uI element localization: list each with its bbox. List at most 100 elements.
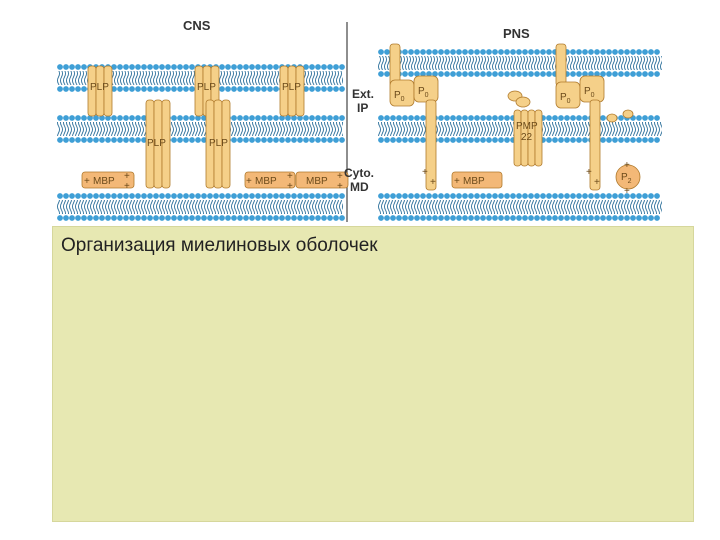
- lipid-head: [279, 137, 285, 143]
- lipid-head: [396, 137, 402, 143]
- lipid-head: [147, 86, 153, 92]
- lipid-head: [225, 193, 231, 199]
- plp-label: PLP: [147, 138, 166, 149]
- lipid-head: [321, 64, 327, 70]
- lipid-head: [468, 137, 474, 143]
- lipid-head: [147, 193, 153, 199]
- lipid-head: [486, 115, 492, 121]
- lipid-head: [546, 137, 552, 143]
- lipid-head: [570, 193, 576, 199]
- lipid-head: [123, 115, 129, 121]
- lipid-head: [648, 193, 654, 199]
- lipid-head: [570, 137, 576, 143]
- lipid-head: [654, 137, 660, 143]
- lipid-head: [117, 115, 123, 121]
- lipid-head: [195, 215, 201, 221]
- lipid-head: [117, 137, 123, 143]
- p2-label: P2: [621, 172, 632, 185]
- lipid-head: [432, 49, 438, 55]
- lipid-head: [321, 137, 327, 143]
- lipid-head: [75, 115, 81, 121]
- lipid-head: [576, 137, 582, 143]
- lipid-head: [438, 215, 444, 221]
- lipid-head: [510, 215, 516, 221]
- lipid-head: [588, 215, 594, 221]
- lipid-head: [189, 215, 195, 221]
- lipid-head: [231, 64, 237, 70]
- lipid-head: [129, 86, 135, 92]
- lipid-head: [654, 215, 660, 221]
- lipid-head: [321, 215, 327, 221]
- lipid-head: [273, 215, 279, 221]
- lipid-head: [540, 215, 546, 221]
- lipid-head: [630, 71, 636, 77]
- lipid-head: [384, 71, 390, 77]
- p0-label: P0: [418, 86, 429, 99]
- lipid-head: [303, 137, 309, 143]
- plp-protein: [87, 65, 113, 117]
- lipid-head: [564, 193, 570, 199]
- lipid-head: [642, 137, 648, 143]
- lipid-head: [291, 215, 297, 221]
- lipid-head: [498, 71, 504, 77]
- lipid-head: [378, 71, 384, 77]
- lipid-head: [81, 137, 87, 143]
- lipid-head: [420, 215, 426, 221]
- lipid-head: [261, 137, 267, 143]
- lipid-head: [81, 193, 87, 199]
- lipid-head: [141, 193, 147, 199]
- lipid-head: [195, 137, 201, 143]
- lipid-head: [636, 137, 642, 143]
- lipid-head: [279, 115, 285, 121]
- lipid-head: [390, 137, 396, 143]
- lipid-head: [630, 137, 636, 143]
- lipid-head: [594, 193, 600, 199]
- lipid-head: [576, 193, 582, 199]
- lipid-head: [516, 49, 522, 55]
- lipid-head: [636, 115, 642, 121]
- lipid-head: [333, 137, 339, 143]
- pns-heading: PNS: [503, 26, 530, 41]
- lipid-head: [408, 71, 414, 77]
- lipid-head: [219, 86, 225, 92]
- p0-protein: [413, 75, 439, 191]
- lipid-head: [420, 137, 426, 143]
- lipid-head: [408, 137, 414, 143]
- lipid-head: [159, 193, 165, 199]
- lipid-head: [195, 193, 201, 199]
- lipid-head: [570, 115, 576, 121]
- lipid-head: [546, 115, 552, 121]
- lipid-head: [462, 49, 468, 55]
- lipid-head: [297, 193, 303, 199]
- lipid-head: [231, 193, 237, 199]
- lipid-head: [606, 137, 612, 143]
- lipid-head: [426, 71, 432, 77]
- lipid-head: [309, 137, 315, 143]
- lipid-head: [564, 137, 570, 143]
- lipid-head: [63, 193, 69, 199]
- lipid-head: [468, 215, 474, 221]
- plus-sign: +: [84, 176, 90, 187]
- lipid-head: [255, 64, 261, 70]
- lipid-head: [303, 193, 309, 199]
- lipid-head: [390, 115, 396, 121]
- lipid-head: [498, 215, 504, 221]
- lipid-head: [438, 115, 444, 121]
- lipid-head: [600, 137, 606, 143]
- lipid-head: [255, 86, 261, 92]
- plus-sign: +: [624, 160, 630, 171]
- caption-text: Организация миелиновых оболочек: [61, 235, 378, 256]
- p0-label: P0: [560, 92, 571, 105]
- lipid-head: [303, 115, 309, 121]
- lipid-head: [456, 137, 462, 143]
- lipid-head: [474, 215, 480, 221]
- lipid-head: [291, 137, 297, 143]
- lipid-head: [111, 193, 117, 199]
- lipid-head: [237, 86, 243, 92]
- lipid-head: [315, 86, 321, 92]
- lipid-head: [618, 115, 624, 121]
- lipid-head: [177, 193, 183, 199]
- lipid-head: [237, 137, 243, 143]
- lipid-head: [153, 86, 159, 92]
- lipid-head: [516, 193, 522, 199]
